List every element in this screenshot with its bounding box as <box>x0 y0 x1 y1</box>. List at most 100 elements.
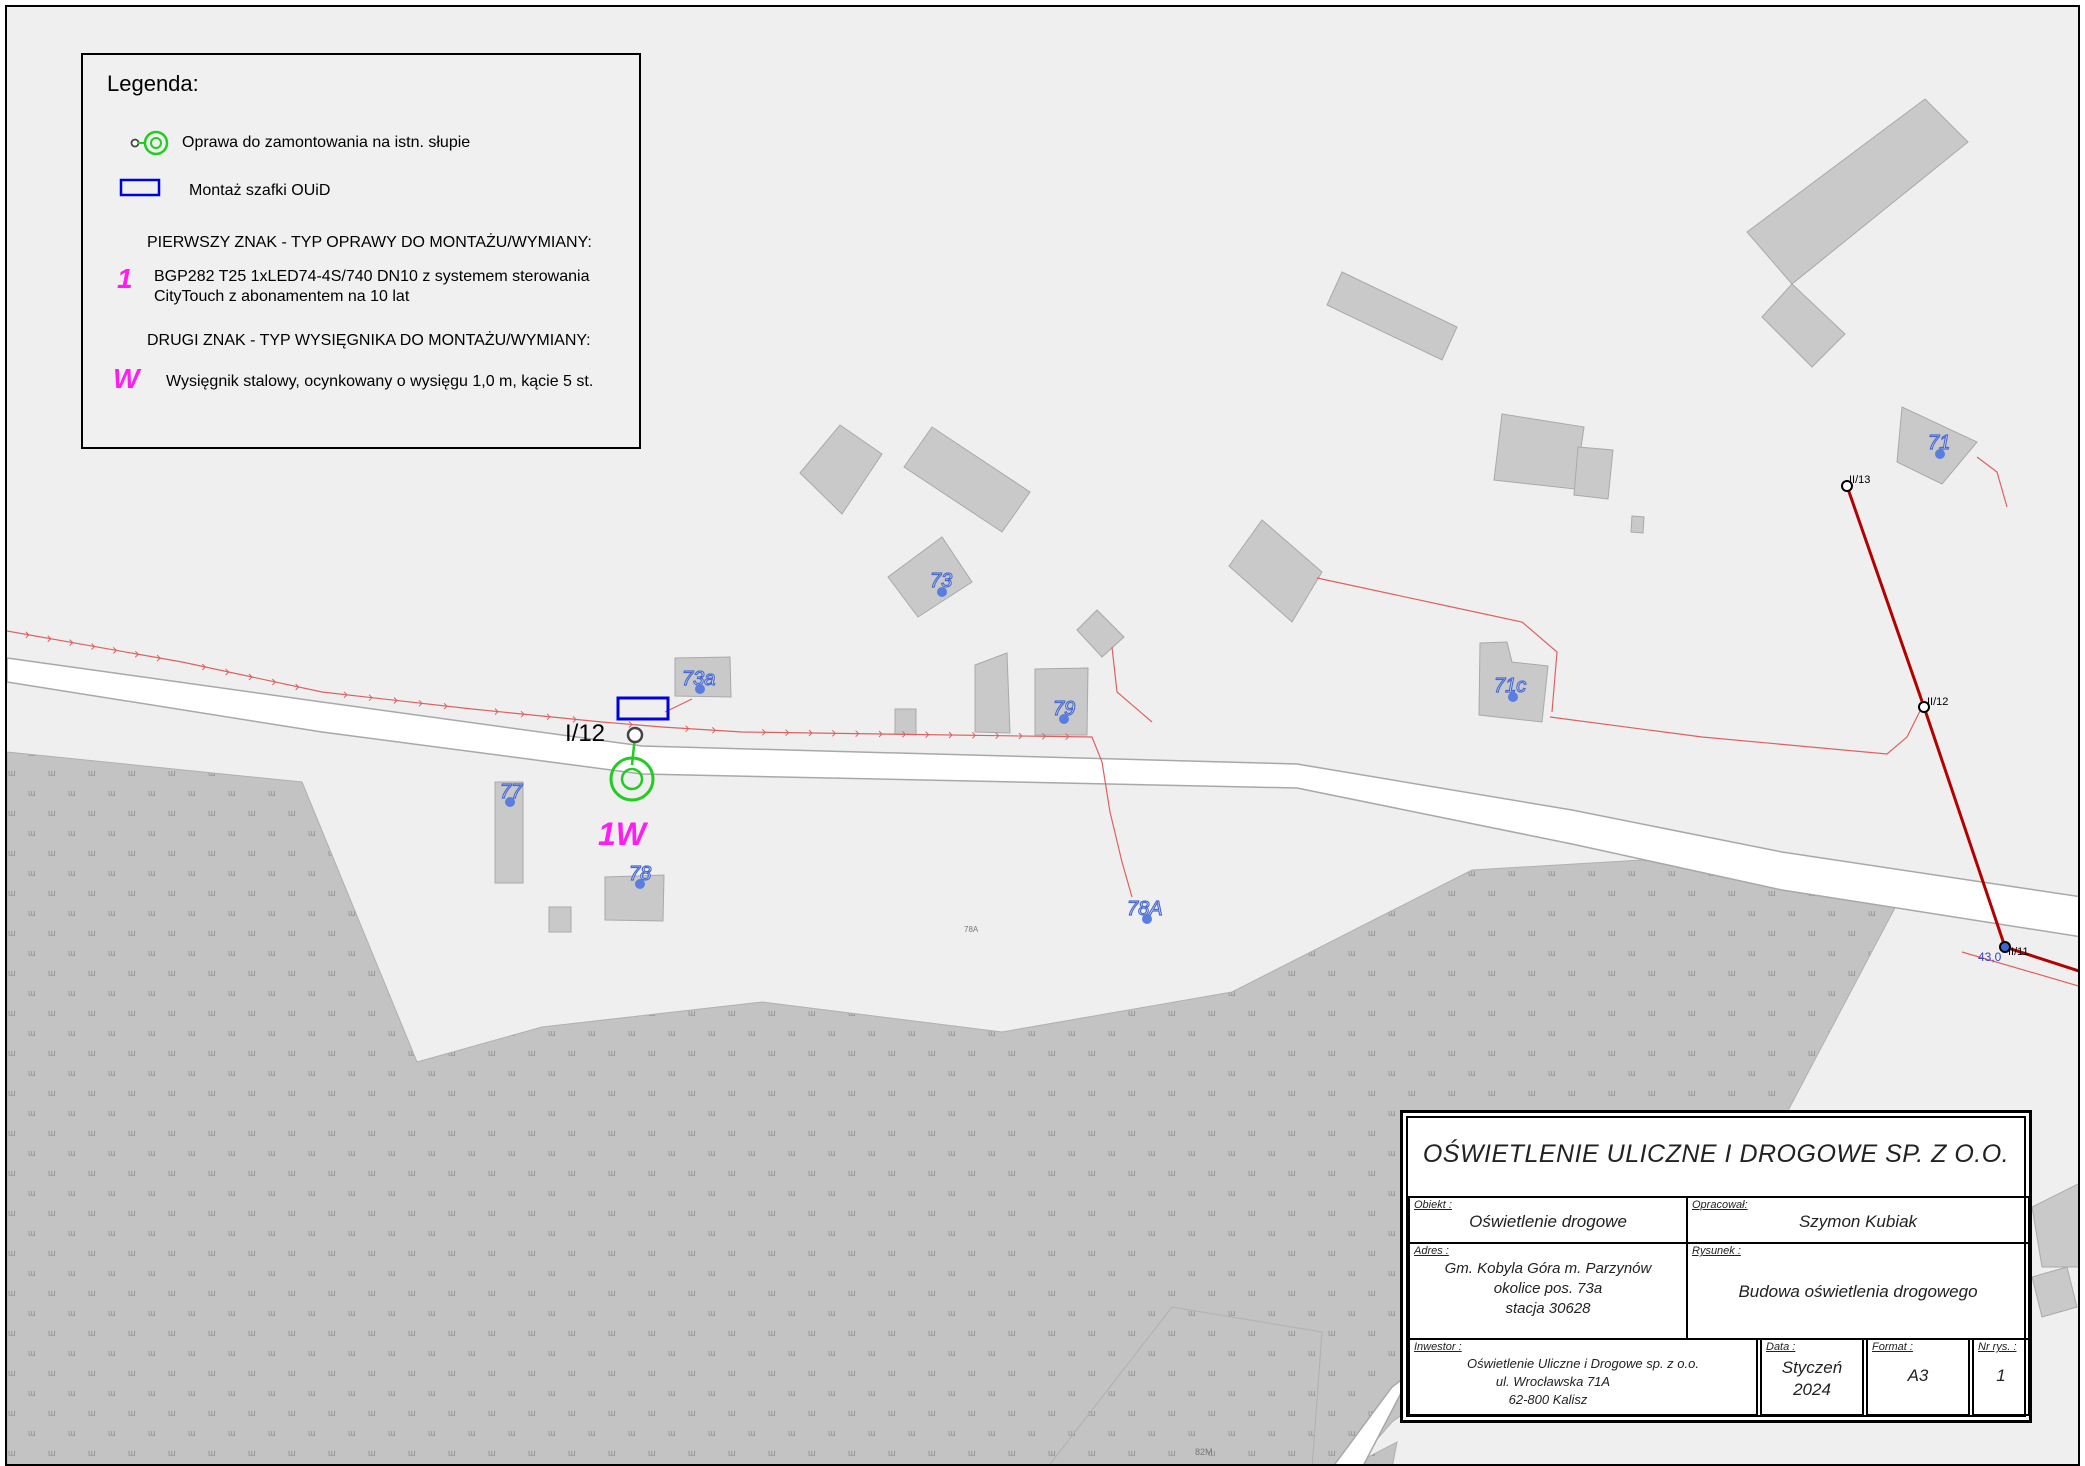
legend-item-cabinet: Montaż szafki OUiD <box>189 182 331 199</box>
legend-code-1-desc-line1: BGP282 T25 1xLED74-4S/740 DN10 z systeme… <box>154 268 590 285</box>
building <box>887 536 973 618</box>
rysunek-label: Rysunek : <box>1692 1245 1741 1257</box>
building <box>2031 1183 2078 1268</box>
building <box>604 874 665 922</box>
parcel-label-82m: 82M <box>1195 1447 1213 1457</box>
forest-area <box>1049 1306 1323 1464</box>
cable-tick <box>1018 732 1023 740</box>
opracowal-label: Opracował: <box>1692 1199 1748 1211</box>
building <box>1493 413 1585 490</box>
pole-ii-12 <box>1918 701 1930 713</box>
legend-item-fixture: Oprawa do zamontowania na istn. słupie <box>182 134 471 151</box>
cable <box>1961 951 2078 987</box>
building <box>1896 406 1978 485</box>
building <box>974 652 1011 734</box>
cell-data: Data : Styczeń 2024 <box>1760 1338 1864 1416</box>
ouid-cabinet[interactable] <box>616 696 670 721</box>
cable-tick <box>995 732 1000 740</box>
address-dots <box>505 449 1945 924</box>
format-label: Format : <box>1872 1341 1913 1353</box>
overhead-power-line <box>1845 485 2078 973</box>
building <box>548 906 572 933</box>
cable-tick <box>156 654 161 662</box>
inwestor-line1: Oświetlenie Uliczne i Drogowe sp. z o.o. <box>1467 1356 1699 1371</box>
pole-ii-11 <box>1999 941 2011 953</box>
cable <box>1111 646 1153 723</box>
cell-format: Format : A3 <box>1866 1338 1970 1416</box>
address-78a: 78A <box>1127 898 1163 920</box>
cable-tick <box>113 647 118 654</box>
building <box>1573 446 1614 500</box>
cell-inwestor: Inwestor : Oświetlenie Uliczne i Drogowe… <box>1408 1338 1758 1416</box>
cable-tick <box>271 678 277 686</box>
building <box>674 656 732 698</box>
cable-tick <box>711 726 717 734</box>
cable-tick <box>546 713 551 721</box>
cable-markers <box>25 631 1070 741</box>
cable-tick <box>685 725 690 733</box>
building <box>903 426 1031 533</box>
data-label: Data : <box>1766 1341 1796 1353</box>
existing-pole-i-12[interactable] <box>626 726 644 744</box>
cable-tick <box>761 728 767 736</box>
cable-tick <box>134 650 139 658</box>
rysunek-value: Budowa oświetlenia drogowego <box>1738 1282 1978 1301</box>
cable-tick <box>418 699 423 707</box>
pole-label-ii-13: II/13 <box>1849 474 1870 486</box>
building <box>1630 515 1645 534</box>
fixture-legend-icon <box>130 130 169 156</box>
cable-tick <box>925 731 930 739</box>
fixture-inner-ring <box>620 767 644 791</box>
cable-tick <box>91 643 96 650</box>
legend-heading-fixture-type: PIERWSZY ZNAK - TYP OPRAWY DO MONTAŻU/WY… <box>147 234 592 251</box>
cable-tick <box>47 635 52 643</box>
inwestor-line3: 62-800 Kalisz <box>1508 1392 1588 1407</box>
pole-label-ii-12: II/12 <box>1927 696 1948 708</box>
power-poles <box>1841 480 2011 953</box>
legend-title: Legenda: <box>107 71 199 96</box>
building <box>1034 667 1089 736</box>
adres-line3: stacja 30628 <box>1505 1300 1591 1317</box>
building <box>1326 271 1458 361</box>
adres-line2: okolice pos. 73a <box>1493 1280 1603 1297</box>
cable-tick <box>393 697 398 704</box>
cable-tick <box>971 731 977 739</box>
data-line2: 2024 <box>1793 1380 1831 1399</box>
address-73: 73 <box>930 570 952 592</box>
legend-code-1-desc-line2: CityTouch z abonamentem na 10 lat <box>154 288 410 305</box>
road <box>7 657 2078 938</box>
building <box>799 424 883 515</box>
title-block: OŚWIETLENIE ULICZNE I DROGOWE SP. Z O.O.… <box>1400 1110 2032 1423</box>
company-name: OŚWIETLENIE ULICZNE I DROGOWE SP. Z O.O. <box>1422 1140 2010 1168</box>
address-71c: 71c <box>1494 675 1526 697</box>
cable-tick <box>831 729 837 737</box>
building <box>494 781 524 884</box>
legend-heading-bracket-type: DRUGI ZNAK - TYP WYSIĘGNIKA DO MONTAŻU/W… <box>147 332 591 349</box>
data-line1: Styczeń <box>1781 1358 1843 1377</box>
cable-tick <box>69 639 74 646</box>
cell-rysunek: Rysunek : Budowa oświetlenia drogowego <box>1686 1242 2030 1340</box>
inwestor-line2: ul. Wrocławska 71A <box>1495 1374 1611 1389</box>
address-71: 71 <box>1928 432 1950 454</box>
elevation-label: 43,0 <box>1978 950 2002 964</box>
cable-tick <box>201 663 207 671</box>
pole-label-ii-11: II/11 <box>2008 946 2029 958</box>
cable-tick <box>855 730 860 738</box>
obiekt-label: Obiekt : <box>1414 1199 1452 1211</box>
cable-tick <box>248 673 253 681</box>
cable-tick <box>343 691 348 699</box>
legend-code-w: W <box>113 363 140 394</box>
buildings <box>494 98 2078 1318</box>
cable <box>1976 456 2008 508</box>
adres-label: Adres : <box>1414 1245 1449 1257</box>
fixture-outer-ring[interactable] <box>609 756 655 802</box>
cell-adres: Adres : Gm. Kobyla Góra m. Parzynów okol… <box>1408 1242 1688 1340</box>
cable-tick <box>25 631 30 639</box>
cable-tick <box>368 694 373 702</box>
cell-opracowal: Opracował: Szymon Kubiak <box>1686 1196 2030 1244</box>
format-value: A3 <box>1907 1366 1929 1385</box>
cable-tick <box>1065 733 1070 741</box>
inwestor-label: Inwestor : <box>1414 1341 1462 1353</box>
pole-ii-13 <box>1841 480 1853 492</box>
cable-tick <box>520 710 525 718</box>
